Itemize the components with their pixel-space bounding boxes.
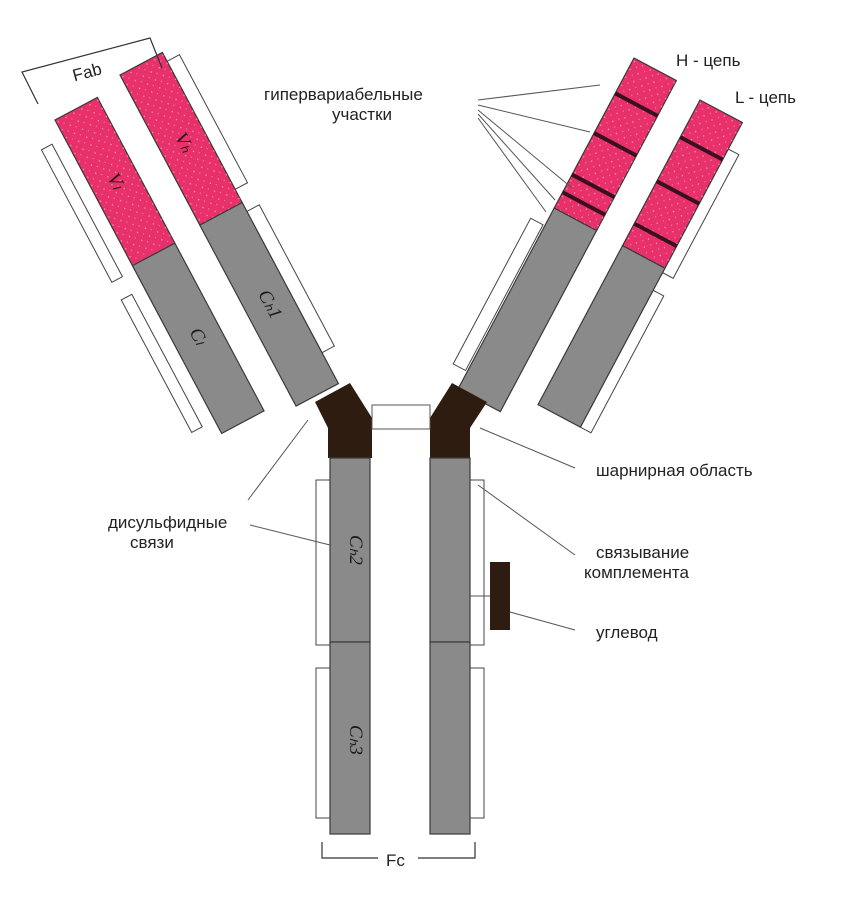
complement-label-line1: связывание xyxy=(596,543,689,562)
hypervariable-band xyxy=(561,190,606,217)
hypervariable-band xyxy=(614,91,659,118)
leader-lines xyxy=(247,84,601,631)
disulfide-label-line1: дисульфидные xyxy=(108,513,227,532)
h-chain-label: H - цепь xyxy=(676,51,741,70)
right-ch3-domain xyxy=(429,641,471,835)
right-hinge xyxy=(430,383,487,458)
left-ch1-domain xyxy=(198,201,340,407)
fc-bracket: Fc xyxy=(321,842,476,870)
left-ch2-domain xyxy=(329,457,371,643)
fab-label: Fab xyxy=(71,59,104,85)
left-heavy-chain: Vₕ Cₕ1 xyxy=(119,51,340,407)
ch3-label: Cₕ3 xyxy=(345,725,366,755)
hypervariable-band xyxy=(633,221,678,248)
l-chain-label: L - цепь xyxy=(735,88,796,107)
hypervariable-band xyxy=(655,179,701,206)
annotations: H - цепь L - цепь гипервариабельные учас… xyxy=(108,51,796,642)
hypervariable-band xyxy=(593,131,638,158)
carbohydrate-label: углевод xyxy=(596,623,658,642)
disulfide-bridge xyxy=(371,404,431,430)
right-ch2-domain xyxy=(429,457,471,643)
left-light-chain: Vₗ Cₗ xyxy=(40,96,265,435)
right-light-chain xyxy=(537,99,744,434)
hypervariable-label-line2: участки xyxy=(332,105,392,124)
hypervariable-band xyxy=(679,135,724,162)
carbohydrate-block xyxy=(490,562,510,630)
right-fab-arm xyxy=(452,57,744,434)
left-ch3-domain xyxy=(329,641,371,835)
disulfide-label-line2: связи xyxy=(130,533,174,552)
right-cl-domain xyxy=(537,244,666,428)
left-hinge xyxy=(315,383,372,458)
fc-stem: Cₕ2 Cₕ3 xyxy=(315,457,510,835)
complement-label-line2: комплемента xyxy=(584,563,689,582)
right-heavy-chain xyxy=(452,57,678,413)
ch2-label: Cₕ2 xyxy=(345,535,366,565)
fc-label: Fc xyxy=(386,851,405,870)
left-cl-domain xyxy=(131,242,265,435)
hinge-label: шарнирная область xyxy=(596,461,753,480)
hinge-region xyxy=(315,383,487,458)
left-fab-arm: Vₗ Cₗ Vₕ Cₕ1 xyxy=(40,51,340,435)
hypervariable-band xyxy=(571,172,616,199)
hypervariable-label-line1: гипервариабельные xyxy=(264,85,423,104)
